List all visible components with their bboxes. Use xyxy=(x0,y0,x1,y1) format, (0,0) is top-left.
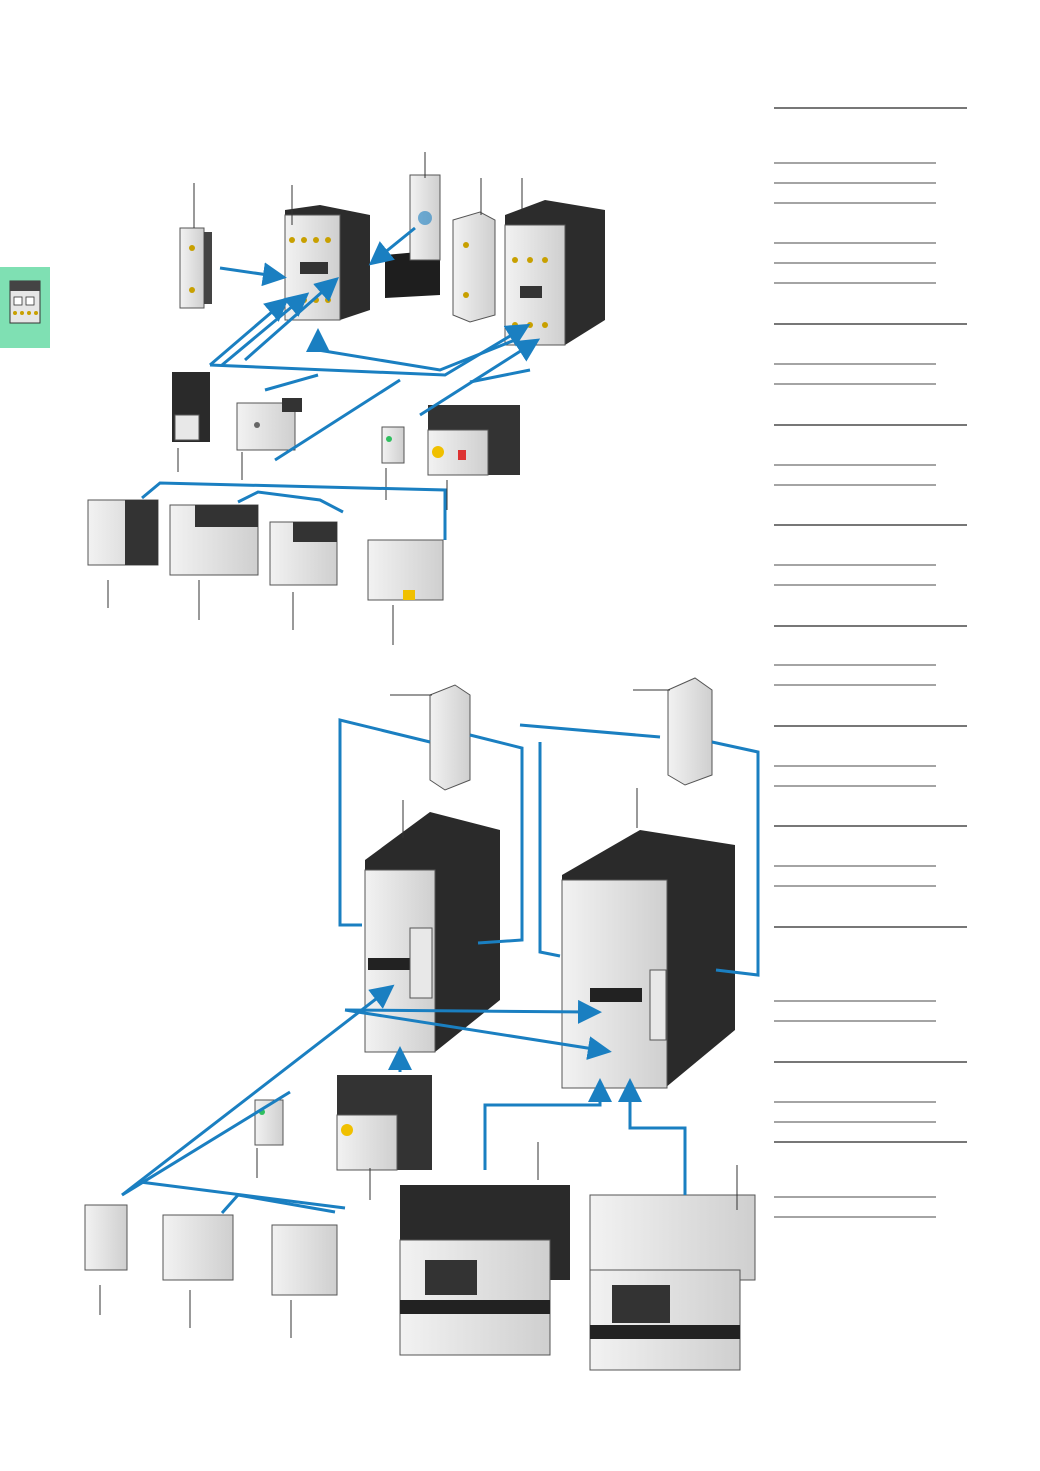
overload-relay-small xyxy=(427,405,520,476)
overload-relay-mid xyxy=(336,1075,432,1171)
chapter-tab[interactable] xyxy=(0,267,50,348)
aux-block-lower-2 xyxy=(162,1214,234,1281)
suppressor-module xyxy=(381,426,405,464)
contactor-icon xyxy=(9,280,41,324)
auxiliary-contact-front xyxy=(452,211,496,323)
connector-lines-lower xyxy=(121,718,760,1214)
overload-relay-large-2 xyxy=(589,1194,756,1371)
auxiliary-contact-side xyxy=(179,227,212,309)
contactor-medium xyxy=(504,200,605,346)
contactor-large-2 xyxy=(561,830,735,1089)
contactor-large-1 xyxy=(364,812,500,1053)
mechanical-interlock xyxy=(385,174,441,298)
overload-relay-large-1 xyxy=(399,1185,570,1356)
suppressor-mid xyxy=(254,1099,284,1146)
aux-block-front-timer xyxy=(169,504,259,576)
aux-block-2pole xyxy=(269,521,338,586)
electronic-timer xyxy=(236,398,302,451)
aux-block-side-mid xyxy=(429,684,471,791)
electronic-module xyxy=(367,539,444,601)
reference-rules xyxy=(774,107,967,1218)
pneumatic-timer xyxy=(172,372,210,442)
aux-block-side-right xyxy=(667,677,713,786)
aux-block-lower-3 xyxy=(271,1224,338,1296)
aux-block-lower-1 xyxy=(84,1204,128,1271)
connector-lines-upper xyxy=(141,226,541,540)
aux-block-4pole xyxy=(87,499,159,566)
